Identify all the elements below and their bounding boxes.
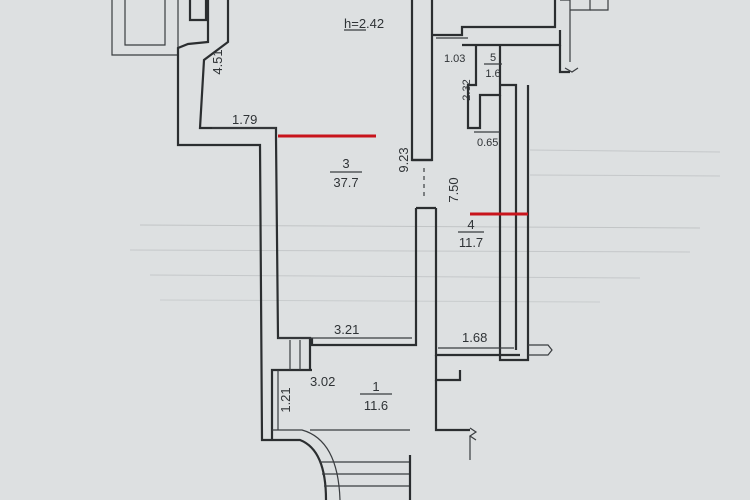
dimension-3-02: 3.02 [310,374,335,389]
dimension-0-65: 0.65 [477,137,498,149]
staircase [272,429,412,500]
faint-background-text [129,149,721,303]
dimension-lines [212,37,514,430]
top-left-structure [111,0,208,56]
dimension-4-51: 4.51 [210,49,225,74]
red-markers [278,134,528,216]
dimension-3-21: 3.21 [334,322,359,337]
lower-right-walls [434,355,478,460]
room-1-number: 1 [372,379,379,394]
dimension-1-03: 1.03 [444,53,465,65]
room-5-number: 5 [490,52,496,64]
dimension-1-79: 1.79 [232,112,257,127]
room-4-area: 11.7 [459,235,483,250]
dimension-9-23: 9.23 [396,147,411,172]
dimension-1-21: 1.21 [278,387,293,412]
room-3-area: 37.7 [333,175,358,190]
dimension-7-50: 7.50 [446,177,461,202]
room-4-number: 4 [467,217,474,232]
dimension-1-68: 1.68 [462,330,487,345]
room-1-area: 11.6 [364,398,388,413]
room-3-number: 3 [342,156,349,171]
dimension-2-32: 2.32 [461,79,473,100]
room-5-walls [466,45,553,362]
ceiling-height-label: h=2.42 [344,16,384,31]
room-5-area: 1.6 [485,68,500,80]
